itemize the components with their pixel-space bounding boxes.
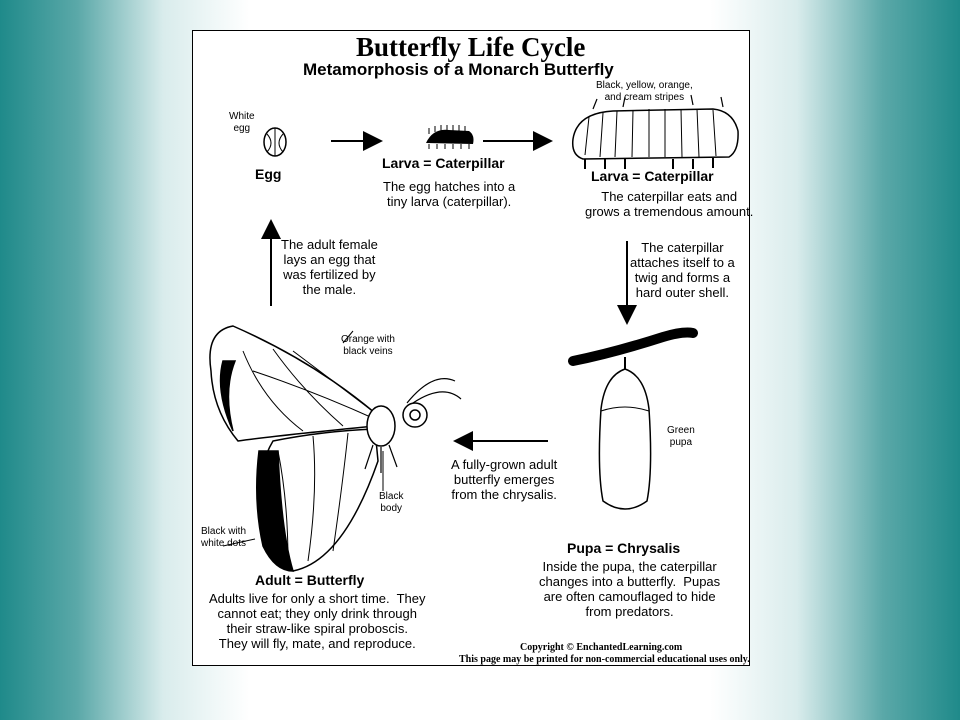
- larva-small-label: Larva = Caterpillar: [382, 155, 505, 171]
- larva-big-label: Larva = Caterpillar: [591, 168, 714, 184]
- big-caterpillar-illustration: [571, 94, 739, 169]
- adult-label: Adult = Butterfly: [255, 572, 365, 588]
- caterpillar-note: Black, yellow, orange, and cream stripes: [596, 80, 693, 103]
- body-note: Black body: [379, 491, 404, 514]
- transition-to-egg: The adult female lays an egg that was fe…: [281, 237, 378, 297]
- copyright-line-1: Copyright © EnchantedLearning.com: [520, 642, 683, 653]
- larva-big-desc: The caterpillar eats and grows a tremend…: [585, 189, 754, 219]
- adult-desc: Adults live for only a short time. They …: [209, 591, 426, 651]
- butterfly-illustration: [209, 325, 462, 572]
- pupa-note: Green pupa: [667, 425, 695, 448]
- transition-to-pupa: The caterpillar attaches itself to a twi…: [630, 240, 735, 300]
- wing-note: Orange with black veins: [341, 334, 395, 357]
- copyright-line-2: This page may be printed for non-commerc…: [459, 654, 750, 665]
- pupa-desc: Inside the pupa, the caterpillar changes…: [539, 559, 721, 619]
- page-subtitle: Metamorphosis of a Monarch Butterfly: [303, 60, 614, 79]
- egg-note: White egg: [229, 111, 255, 134]
- small-caterpillar-illustration: [426, 125, 474, 149]
- larva-small-desc: The egg hatches into a tiny larva (cater…: [383, 179, 516, 209]
- page-title: Butterfly Life Cycle: [356, 32, 586, 62]
- egg-label: Egg: [255, 166, 282, 182]
- pupa-illustration: [568, 327, 698, 510]
- transition-to-adult: A fully-grown adult butterfly emerges fr…: [451, 457, 558, 502]
- pupa-label: Pupa = Chrysalis: [567, 540, 681, 556]
- dots-note: Black with white dots: [201, 526, 247, 549]
- diagram-sheet: Butterfly Life Cycle Metamorphosis of a …: [192, 30, 754, 666]
- diagram-artwork: [209, 94, 739, 572]
- egg-illustration: [263, 127, 287, 157]
